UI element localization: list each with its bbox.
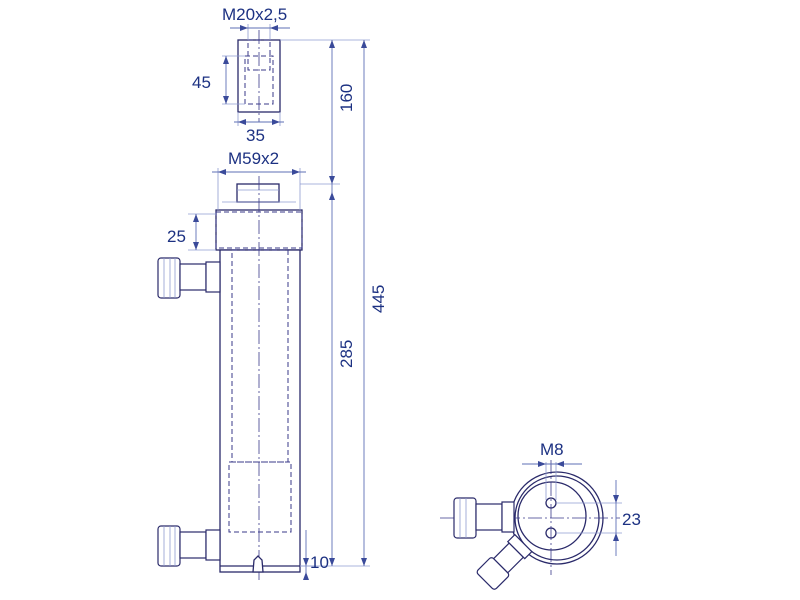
dim-width-35: 35 xyxy=(246,126,265,145)
dim-thread-body: M59x2 xyxy=(228,149,279,168)
lower-port-fitting xyxy=(157,525,221,567)
upper-port-fitting xyxy=(157,257,221,299)
side-port-fitting xyxy=(453,497,515,539)
cylinder-bottom-view xyxy=(440,460,622,590)
cylinder-front-view xyxy=(157,168,316,580)
dim-port-m8: M8 xyxy=(540,440,564,459)
dim-total-445: 445 xyxy=(369,285,388,313)
dim-stroke-160: 160 xyxy=(337,84,356,112)
dim-height-45: 45 xyxy=(192,73,211,92)
dim-body-285: 285 xyxy=(337,340,356,368)
dim-height-25: 25 xyxy=(167,227,186,246)
overall-dimensions xyxy=(280,39,370,567)
dim-offset-23: 23 xyxy=(622,510,641,529)
plunger-head-detail xyxy=(222,24,290,126)
dim-thread-top: M20x2,5 xyxy=(222,5,287,24)
dim-base-10: 10 xyxy=(310,553,329,572)
angled-port-fitting xyxy=(476,533,533,590)
